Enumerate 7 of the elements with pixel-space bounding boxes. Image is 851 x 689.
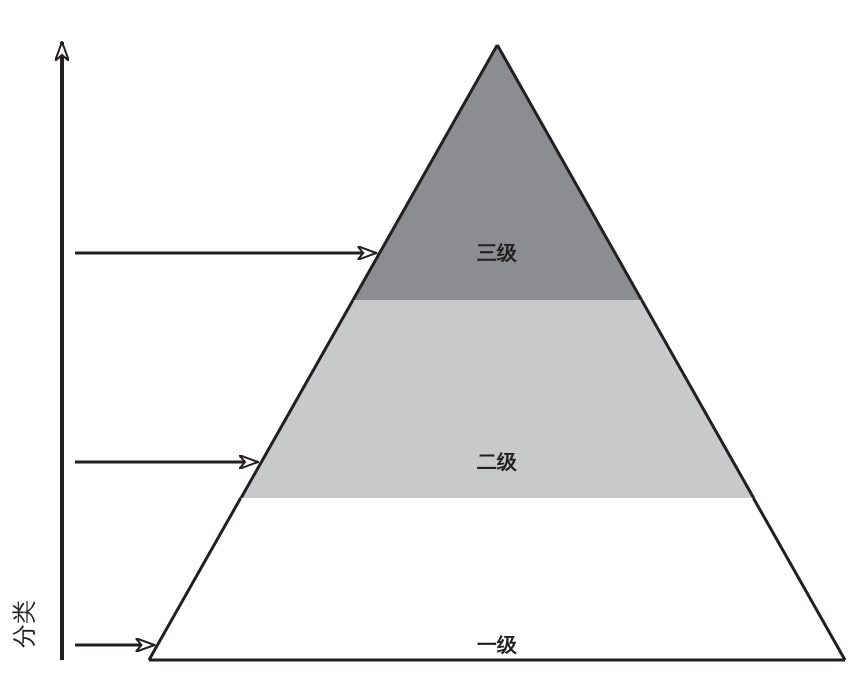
level-label: 一级 [477,634,517,658]
level-label: 三级 [476,242,517,266]
axis-label: 分类 [10,600,39,648]
arrow [75,454,260,470]
arrow [75,637,156,653]
level-label: 二级 [476,450,517,476]
arrow [75,245,378,261]
